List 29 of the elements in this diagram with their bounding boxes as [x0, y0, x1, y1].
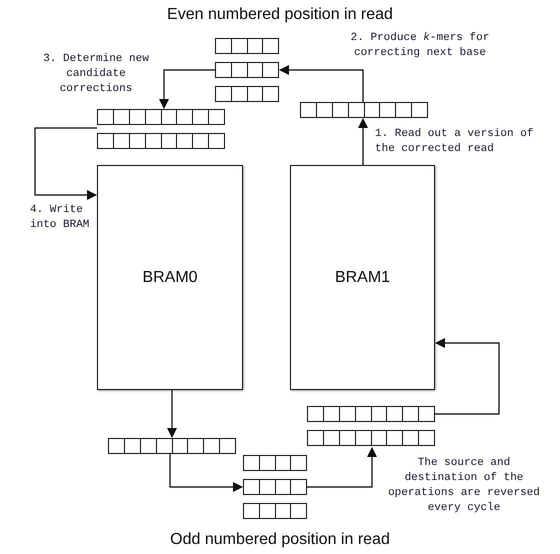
register-row: [243, 479, 307, 495]
step-note: The source and destination of the operations are reversed every cycle: [387, 456, 541, 516]
arrow: [169, 454, 243, 492]
arrow: [358, 118, 368, 165]
step-note: 1. Read out a version of the corrected read: [375, 127, 534, 157]
register-row: [215, 86, 279, 102]
register-row: [243, 503, 307, 519]
arrow: [167, 390, 177, 438]
caption: Odd numbered position in read: [170, 531, 390, 549]
arrow: [34, 127, 97, 200]
memory-block: BRAM0: [97, 165, 243, 390]
memory-block: BRAM1: [290, 165, 435, 390]
arrow: [307, 447, 377, 488]
title: Even numbered position in read: [167, 6, 393, 24]
register-row: [307, 406, 435, 422]
register-row: [243, 455, 307, 471]
register-row: [300, 102, 428, 118]
step-note: 2. Produce k-mers for correcting next base: [350, 31, 490, 61]
register-row: [97, 133, 225, 149]
register-row: [215, 38, 279, 54]
arrow: [159, 69, 215, 109]
arrow: [435, 338, 500, 415]
arrow: [279, 65, 364, 102]
register-row: [108, 438, 236, 454]
step-note: 3. Determine new candidate corrections: [42, 52, 150, 97]
register-row: [97, 109, 225, 125]
register-row: [215, 62, 279, 78]
step-note: 4. Write into BRAM: [30, 203, 90, 233]
register-row: [307, 430, 435, 446]
